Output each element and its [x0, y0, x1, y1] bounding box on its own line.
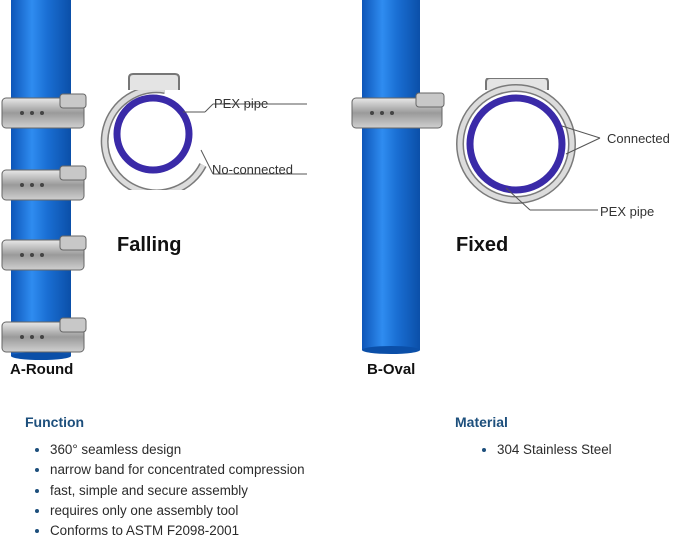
oval-pipe-illustration	[351, 0, 445, 354]
right-result-label: Fixed	[456, 234, 509, 256]
round-pipe-illustration	[1, 0, 87, 360]
pipe-body	[362, 0, 420, 350]
function-list: 360° seamless design narrow band for con…	[28, 440, 305, 541]
function-item: narrow band for concentrated compression	[28, 460, 305, 480]
right-pex-callout: PEX pipe	[600, 204, 655, 219]
right-state-callout: Connected	[607, 131, 670, 146]
pex-ring	[113, 94, 193, 174]
right-caption: B-Oval	[367, 361, 416, 378]
function-title: Function	[25, 414, 85, 430]
material-list: 304 Stainless Steel	[475, 440, 612, 460]
material-title: Material	[455, 414, 508, 430]
function-item: fast, simple and secure assembly	[28, 481, 305, 501]
clamp-3	[1, 235, 87, 271]
function-item: 360° seamless design	[28, 440, 305, 460]
clamp-2	[1, 165, 87, 201]
left-state-callout: No-connected	[212, 162, 293, 177]
oval-clamp-cross-section	[456, 78, 601, 211]
left-pex-callout: PEX pipe	[214, 96, 269, 111]
round-clamp-cross-section	[100, 73, 307, 190]
function-item: Conforms to ASTM F2098-2001	[28, 521, 305, 541]
function-item: requires only one assembly tool	[28, 501, 305, 521]
pex-ring	[466, 94, 566, 194]
clamp-1	[351, 92, 445, 129]
clamp-4	[1, 317, 87, 353]
clamp-1	[1, 93, 87, 129]
left-result-label: Falling	[117, 234, 182, 256]
material-item: 304 Stainless Steel	[475, 440, 612, 460]
left-caption: A-Round	[10, 361, 74, 378]
